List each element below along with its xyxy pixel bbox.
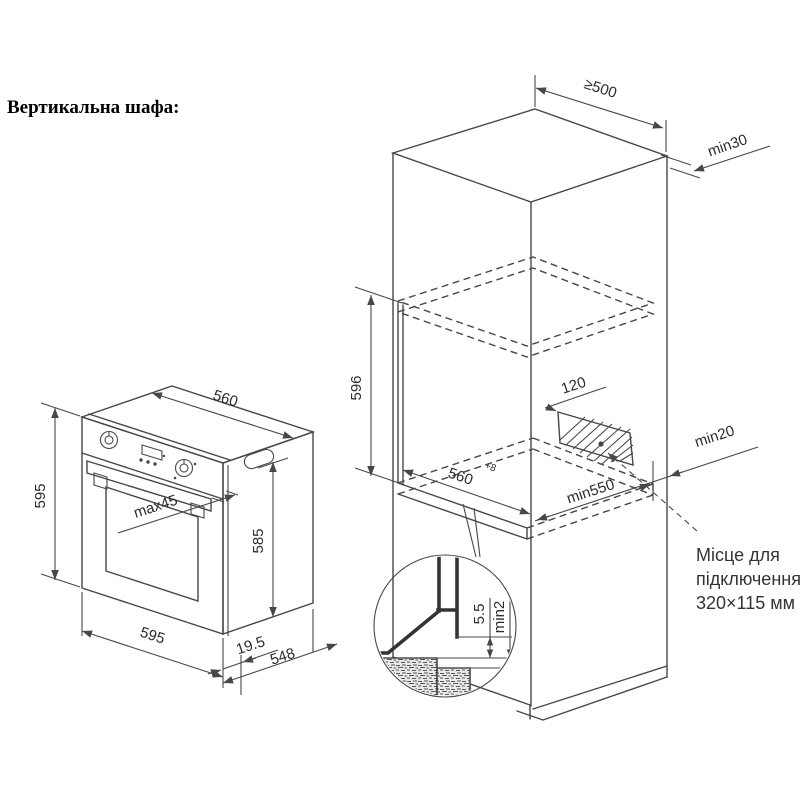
oven-side-grip-hole <box>243 448 275 470</box>
dim-label-side-gap: min20 <box>693 422 737 451</box>
cutout-center-dot <box>598 441 604 447</box>
dim-label-oven-body-width: 560 <box>211 387 240 411</box>
detail-leader <box>462 503 481 558</box>
dim-label-oven-body-depth: 548 <box>268 645 297 669</box>
dim-label-oven-front-width: 595 <box>138 624 167 648</box>
cutout-hatching <box>559 416 634 465</box>
oven-door-window <box>105 486 199 602</box>
detail-shelf-block <box>377 657 438 696</box>
cabinet-top-face <box>390 108 670 203</box>
page-title: Вертикальна шафа: <box>7 97 179 118</box>
oven-handle <box>86 460 212 519</box>
oven-dimensions: 560 595 max45 585 595 19.5 548 <box>32 387 338 695</box>
detail-oven-profile <box>375 556 459 655</box>
dim-label-front-recess: min2 <box>491 601 508 634</box>
detail-front-trim-block <box>436 667 471 696</box>
dim-label-cutout-offset: 120 <box>559 374 588 398</box>
cabinet-drawing <box>390 108 670 721</box>
detail-view: 5.5 min2 <box>373 503 517 698</box>
dim-label-rear-gap: min30 <box>705 131 749 160</box>
dim-label-handle-protrusion: max45 <box>132 492 180 522</box>
oven-control-panel <box>99 430 197 480</box>
cabinet-dimensions: ≥500 min30 596 120 560 +8 min550 min20 <box>348 75 771 532</box>
dim-label-niche-width: 560 <box>446 465 475 489</box>
dim-label-bottom-gap: 5.5 <box>471 604 488 625</box>
dim-label-door-thickness: 19.5 <box>234 633 267 658</box>
dim-label-oven-body-height: 585 <box>250 528 267 553</box>
note-line-1: Місце для <box>696 545 780 565</box>
connection-cutout <box>557 411 634 466</box>
oven-knob-right-inner <box>179 463 189 473</box>
oven-front-face <box>81 416 224 635</box>
detail-circle <box>373 554 517 698</box>
oven-right-face <box>222 431 314 635</box>
dim-label-depth-min: ≥500 <box>582 75 619 101</box>
oven-drawing <box>79 385 316 636</box>
oven-display <box>141 444 163 461</box>
upper-shelf-dashed <box>395 256 656 358</box>
connection-note: Місце для підключення 320×115 мм <box>696 545 800 613</box>
oven-top-inner-line <box>88 413 231 461</box>
note-line-3: 320×115 мм <box>696 593 795 613</box>
dim-label-oven-front-height: 595 <box>32 483 49 508</box>
dim-label-niche-width-tolerance: +8 <box>483 460 498 474</box>
oven-knob-left-inner <box>104 435 114 445</box>
oven-panel-line <box>81 452 224 500</box>
oven-top-face <box>79 385 316 464</box>
note-line-2: підключення <box>696 569 800 589</box>
niche-inner-edge <box>397 302 404 486</box>
dim-label-niche-height: 596 <box>348 375 365 400</box>
